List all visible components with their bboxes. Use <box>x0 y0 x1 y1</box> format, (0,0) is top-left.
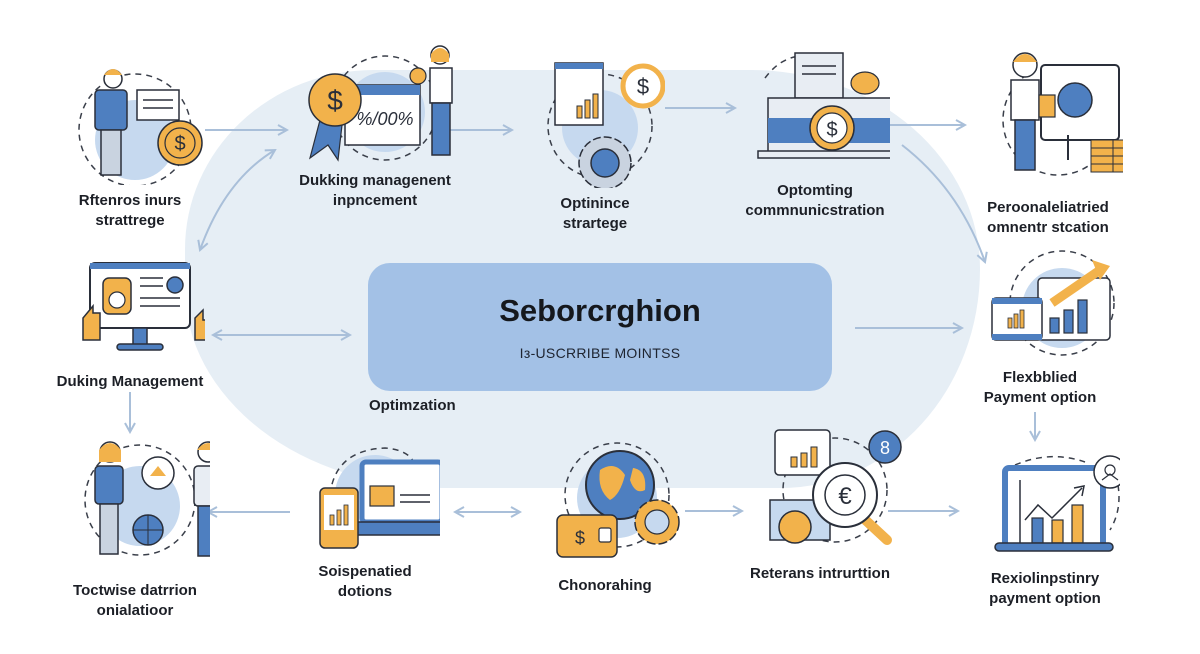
node-label-2: commnunicstration <box>745 202 885 219</box>
node-label-2: omnentr stcation <box>987 219 1109 236</box>
svg-text:€: € <box>838 483 852 510</box>
svg-text:$: $ <box>327 85 343 116</box>
magnifier-euro-icon: € 8 <box>769 429 902 545</box>
node-label: Duking Management <box>56 373 204 390</box>
node-bot-5: Rexiolinpstinry payment option <box>945 450 1145 609</box>
globe-wallet-gear-icon: $ <box>556 442 680 558</box>
laptop-phone-icon <box>319 447 440 549</box>
laptop-chart-icon <box>994 455 1120 552</box>
node-mid-left: Duking Management <box>30 258 230 392</box>
central-hub: Seborcrghion Iз-USCRRIBE MOINTSS <box>368 263 832 391</box>
node-label: Chonorahing <box>558 577 652 594</box>
node-top-1: $ Rftenros inurs strattrege <box>30 55 230 231</box>
node-label-2: dotions <box>337 583 393 600</box>
node-label: Flexbblied <box>1002 369 1078 386</box>
svg-text:$: $ <box>174 133 185 155</box>
hub-title: Seborcrghion <box>499 293 701 328</box>
node-label: Toctwise datrrion <box>73 582 197 599</box>
people-globe-icon <box>84 441 210 557</box>
svg-text:$: $ <box>637 74 649 99</box>
node-label: Rexiolinpstinry <box>990 570 1100 587</box>
node-top-5: Peroonaleliatried omnentr stcation <box>948 40 1148 238</box>
node-bot-3: $ Chonorahing <box>505 440 705 596</box>
node-label: Peroonaleliatried <box>987 199 1109 216</box>
presenter-coins-icon <box>1002 52 1123 176</box>
node-bot-4: € 8 Reterans intrurttion <box>720 425 920 584</box>
node-top-3: $ Optinince strartege <box>495 58 695 234</box>
svg-text:8: 8 <box>880 438 890 458</box>
node-bot-1: Toctwise datrrion onialatioor <box>35 438 235 621</box>
node-label: Optinince <box>560 195 630 212</box>
node-label: Rftenros inurs <box>78 192 182 209</box>
node-bot-2: Soispenatied dotions <box>265 440 465 602</box>
award-percent-icon: %/00% $ <box>308 45 453 162</box>
node-label-2: strattrege <box>95 212 165 229</box>
svg-text:$: $ <box>575 528 585 548</box>
monitor-hands-icon <box>82 262 205 351</box>
node-label-2: inpncement <box>332 192 418 209</box>
node-top-4: $ Optomting commnunicstration <box>715 48 915 221</box>
node-mid-right: Flexbblied Payment option <box>940 248 1140 408</box>
node-label: Reterans intrurttion <box>749 565 890 582</box>
presenter-coin-icon: $ <box>78 69 203 185</box>
node-label-2: onialatioor <box>96 602 174 619</box>
printer-coin-icon: $ <box>757 52 890 159</box>
node-label-2: strartege <box>562 215 628 232</box>
node-top-2: %/00% $ Dukking managenent inpncement <box>275 40 475 211</box>
growth-chart-icon <box>991 250 1115 356</box>
node-label: Dukking managenent <box>299 172 451 189</box>
node-label: Optomting <box>777 182 853 199</box>
hub-subtitle: Iз-USCRRIBE MOINTSS <box>519 345 681 361</box>
svg-text:%/00%: %/00% <box>356 109 413 129</box>
node-label-2: payment option <box>989 590 1101 607</box>
optimization-caption: Optimzation <box>369 397 456 414</box>
node-label: Soispenatied <box>318 563 412 580</box>
node-label-2: Payment option <box>983 389 1097 406</box>
report-gear-icon: $ <box>547 62 665 188</box>
svg-text:$: $ <box>826 119 837 141</box>
